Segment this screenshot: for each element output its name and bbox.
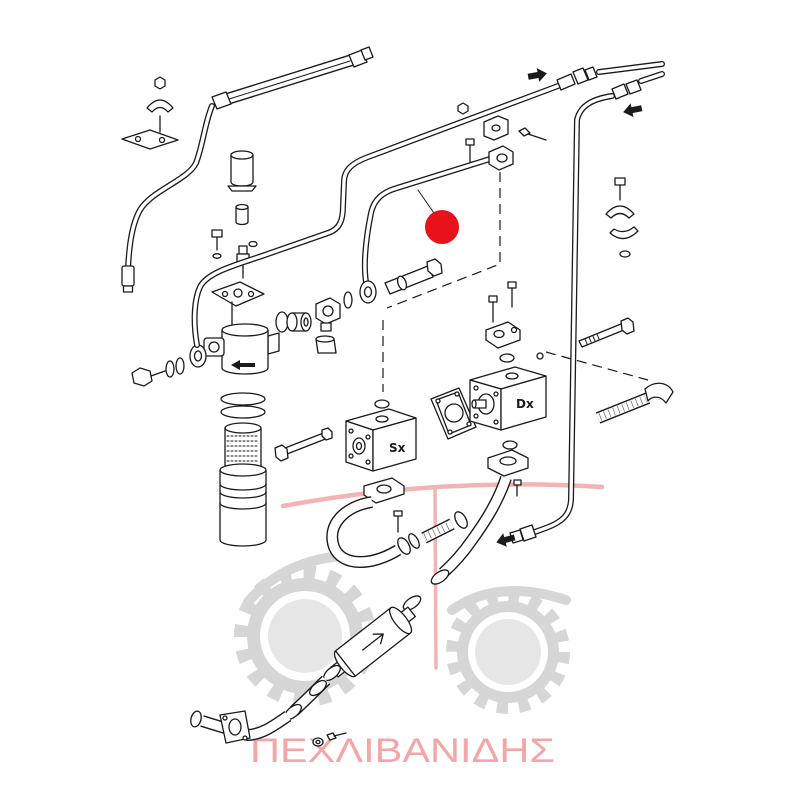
bleed-screw [211,229,223,259]
hose-clamp [454,511,468,529]
elbow-fitting [315,297,341,332]
hose-clamp [309,679,327,697]
flange-bolt-lower [312,732,347,747]
flow-arrow-icon [231,360,255,370]
flow-arrow-out-icon [527,68,547,82]
bracket-fasteners-top [457,102,547,163]
hose-clamp [397,537,411,555]
long-bolt-left [274,427,333,462]
watermark-logo: ΠΕΧΛΙΒΑΝΙΔΗΣ [234,482,605,770]
filter-cartridge [219,422,267,547]
pump-o-ring [374,399,390,409]
flow-arrow-in-icon [496,533,516,547]
suction-hose-left [326,496,402,568]
suction-hose-right [438,476,512,578]
pump-o-ring [502,440,518,450]
hose-clamp [430,569,450,585]
hotspot-marker[interactable] [425,210,459,244]
suction-inlet-elbow [190,710,292,744]
pipe-clamp-top-left [121,76,179,150]
banjo-fitting-left [189,344,207,368]
filter-mounting-plate [211,281,265,307]
pump-gasket [430,387,477,440]
suction-elbow-right [487,449,529,497]
banjo-fitting-right [359,280,377,304]
union-nut [315,335,337,354]
o-ring [275,311,289,333]
pump-o-ring [499,353,515,363]
watermark-gear-left [234,565,376,707]
filter-cap [227,150,257,192]
filter-plug [235,203,249,226]
banjo-fitting-upper [488,145,514,171]
delivery-hose-right [595,382,674,424]
upper-rigid-pipe [121,103,215,293]
sealing-washer [343,291,353,309]
delivery-pipe-right [509,93,615,544]
washer-small [248,240,258,248]
pipe-clamp-top-right [605,177,639,258]
flow-arrow-icon [362,633,384,651]
adapter-sleeve [286,312,312,332]
flange-bolt [393,510,403,533]
pump-left-label: Sx [389,441,406,455]
pipe-union-right [611,71,665,100]
o-ring [408,533,420,549]
watermark-text: ΠΕΧΛΙΒΑΝΙΔΗΣ [250,732,555,770]
upper-flexible-hose [211,46,374,110]
pump-right-label: Dx [516,397,534,411]
watermark-gear-right [446,590,570,714]
pressure-pipe [361,156,493,285]
banjo-bolt-left [131,367,166,387]
filter-o-rings [220,392,266,419]
sealing-washer [175,357,185,375]
pipe-union-top [556,61,665,91]
pump-bracket [485,281,544,360]
flow-arrow-in-icon [623,103,643,118]
sealing-washer [165,360,175,378]
long-bolt-right [578,317,635,348]
filter-head [203,301,280,375]
suction-hose-short [421,518,455,544]
return-pipe-long [191,83,561,348]
banjo-bolt-right [384,258,443,295]
assembly-guide-lines [382,172,649,392]
hydraulic-pump-left: Sx [345,408,417,472]
hydraulic-pump-right: Dx [469,366,547,431]
suction-flange-left [363,477,405,504]
